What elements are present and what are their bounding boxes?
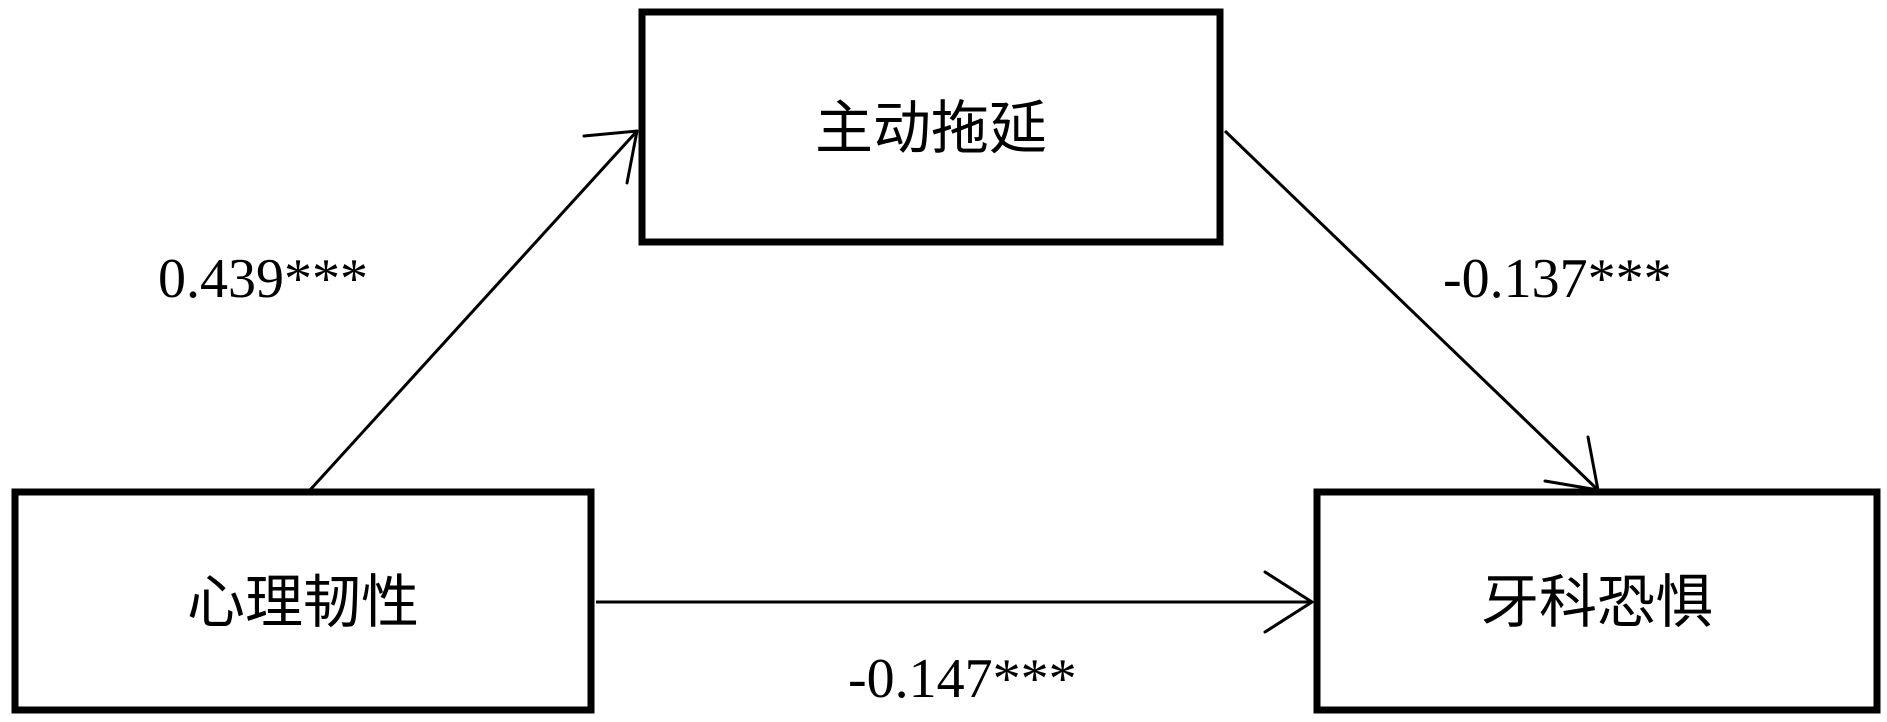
node-left-box (11, 488, 595, 714)
edge-top-to-right (1223, 129, 1600, 492)
arrow-head-left-to-right (1263, 570, 1314, 634)
node-top-box (638, 8, 1224, 246)
node-right-box (1313, 488, 1881, 714)
coef-top-to-right: -0.137*** (1443, 248, 1672, 310)
node-left: 心理韧性 (11, 488, 595, 714)
coef-left-to-right: -0.147*** (848, 648, 1077, 710)
coef-left-to-top: 0.439*** (158, 248, 368, 310)
edge-left-to-right (596, 570, 1314, 634)
arrow-head-left-to-top (582, 129, 639, 185)
edge-line-left-to-top (308, 129, 639, 492)
node-right-label: 牙科恐惧 (1481, 568, 1713, 636)
edge-line-top-to-right (1223, 129, 1600, 492)
node-right: 牙科恐惧 (1313, 488, 1881, 714)
node-top: 主动拖延 (638, 8, 1224, 246)
node-top-label: 主动拖延 (815, 94, 1047, 162)
node-left-label: 心理韧性 (187, 568, 419, 636)
edge-left-to-top (308, 129, 639, 492)
